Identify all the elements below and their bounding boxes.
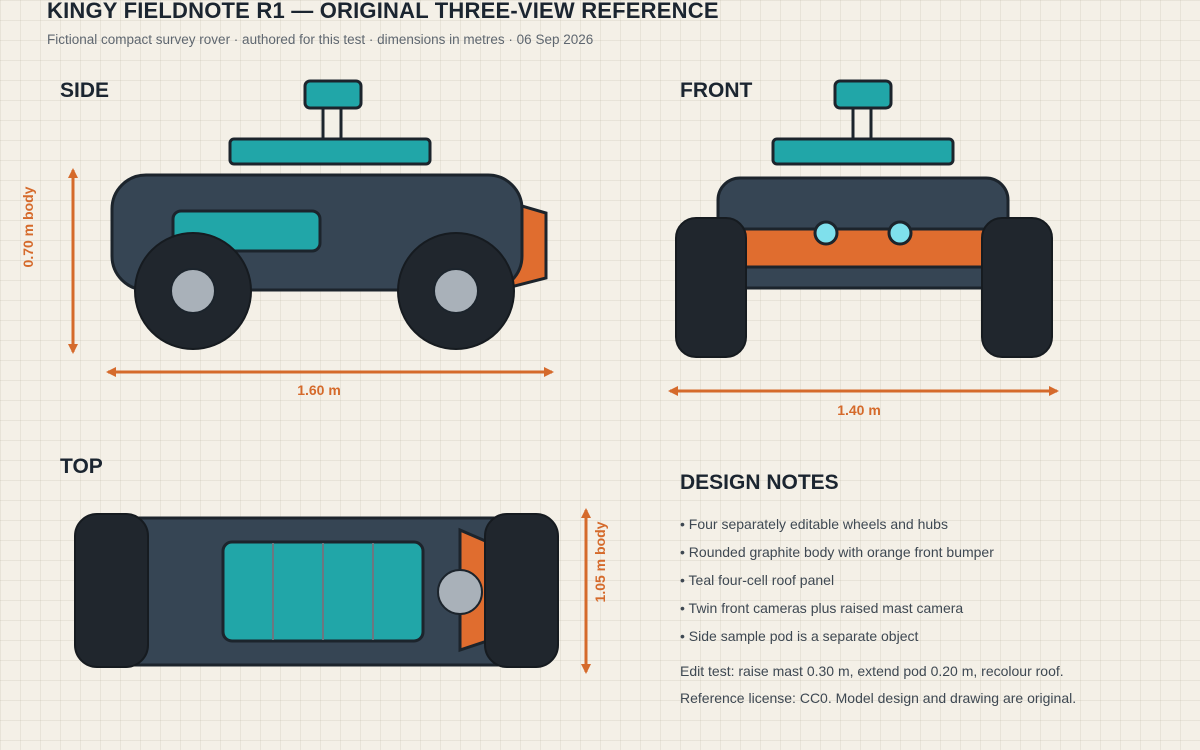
front-mast-camera [833, 79, 893, 110]
design-note-item: • Side sample pod is a separate object [680, 628, 919, 644]
side-view: 0.70 m body 1.60 m [20, 79, 554, 398]
side-length-dimension-label: 1.60 m [297, 382, 341, 398]
design-notes-title: DESIGN NOTES [680, 471, 839, 494]
top-view: 1.05 m body [74, 508, 608, 674]
edit-test-note: Edit test: raise mast 0.30 m, extend pod… [680, 663, 1064, 679]
side-rear-hub [170, 268, 216, 314]
design-note-item: • Four separately editable wheels and hu… [680, 516, 948, 532]
side-sample-pod [228, 137, 432, 166]
side-mast-camera [303, 79, 363, 110]
front-right-wheel [981, 217, 1053, 358]
front-mast-pole [851, 104, 873, 142]
top-width-dimension-label: 1.05 m body [592, 521, 608, 602]
front-left-camera [813, 220, 839, 246]
page-subtitle: Fictional compact survey rover · authore… [47, 32, 594, 47]
page-title: KINGY FIELDNOTE R1 — ORIGINAL THREE-VIEW… [47, 0, 719, 23]
top-left-rear-wheel [74, 513, 149, 668]
design-note-item: • Twin front cameras plus raised mast ca… [680, 600, 964, 616]
front-left-wheel [675, 217, 747, 358]
side-view-label: SIDE [60, 79, 110, 102]
top-view-label: TOP [60, 455, 103, 478]
design-notes-list: • Four separately editable wheels and hu… [680, 515, 994, 655]
front-view-label: FRONT [680, 79, 753, 102]
top-mast-camera [437, 569, 483, 615]
front-width-dimension-label: 1.40 m [837, 402, 881, 418]
top-right-front-wheel [484, 513, 559, 668]
side-front-hub [433, 268, 479, 314]
front-bumper [738, 227, 988, 269]
front-sample-pod [771, 137, 955, 166]
front-right-camera [887, 220, 913, 246]
side-mast-pole [321, 104, 343, 142]
design-note-item: • Rounded graphite body with orange fron… [680, 544, 994, 560]
design-note-item: • Teal four-cell roof panel [680, 572, 835, 588]
front-view: 1.40 m [668, 79, 1059, 418]
license-note: Reference license: CC0. Model design and… [680, 690, 1077, 706]
side-height-dimension-label: 0.70 m body [20, 186, 36, 267]
